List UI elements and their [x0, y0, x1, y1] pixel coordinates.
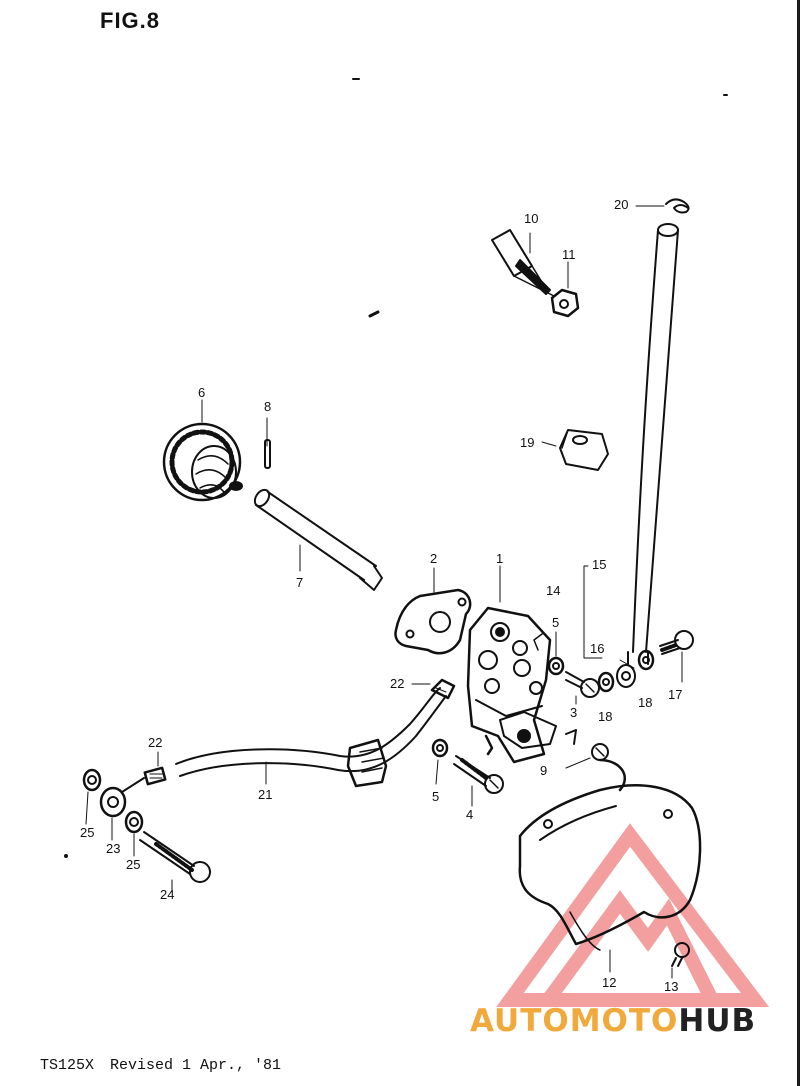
callout-9: 9	[540, 763, 548, 778]
callout-10: 10	[524, 211, 539, 226]
callout-16: 16	[590, 641, 605, 656]
callout-14: 14	[546, 583, 561, 598]
part-24-bolt	[139, 831, 211, 893]
callout-20: 20	[614, 197, 629, 212]
part-15-oil-hose	[632, 223, 679, 653]
stray-dot	[64, 854, 68, 858]
callout-8: 8	[264, 399, 272, 414]
bracket-14-15	[583, 565, 603, 659]
callout-18-left: 18	[598, 709, 613, 724]
callout-5-upper: 5	[552, 615, 560, 630]
figure-title: FIG.8	[100, 8, 161, 33]
part-10-bolt	[491, 229, 555, 297]
part-18-washer-right	[637, 649, 655, 671]
oil-line-grommet	[346, 738, 388, 788]
callout-24: 24	[160, 887, 175, 902]
part-9-screw	[565, 743, 609, 769]
part-6-gear	[162, 399, 243, 502]
footer-model: TS125X	[40, 1057, 95, 1074]
callout-15: 15	[592, 557, 607, 572]
part-25-washer-right	[124, 810, 144, 857]
watermark-part1: AUTOMOTO	[470, 1003, 679, 1039]
footer-revision: Revised 1 Apr., '81	[110, 1057, 282, 1074]
part-1-oil-pump	[466, 565, 577, 764]
part-21-oil-line	[175, 687, 447, 785]
part-8-pin	[264, 417, 271, 469]
callout-23: 23	[106, 841, 121, 856]
callout-12: 12	[602, 975, 617, 990]
callout-22-lower: 22	[148, 735, 163, 750]
part-4-screw	[453, 755, 504, 807]
part-18-washer-left	[597, 671, 615, 693]
part-3-screw	[565, 671, 600, 705]
callout-6: 6	[198, 385, 206, 400]
part-17-union-bolt	[659, 630, 694, 683]
part-25-washer-left	[82, 768, 102, 825]
callout-1: 1	[496, 551, 504, 566]
callout-3: 3	[570, 705, 578, 720]
callout-22-upper: 22	[390, 676, 405, 691]
part-5-washer-upper	[547, 631, 565, 676]
part-12-pump-cover	[518, 758, 702, 973]
callout-17: 17	[668, 687, 683, 702]
callout-2: 2	[430, 551, 438, 566]
stray-mark	[368, 310, 380, 318]
callout-13: 13	[664, 979, 679, 994]
callout-19: 19	[520, 435, 535, 450]
part-13-screw	[671, 942, 690, 979]
callout-11: 11	[562, 247, 576, 262]
part-22-check-valve-lower	[143, 751, 167, 786]
part-23-banjo	[99, 777, 145, 841]
watermark-part2: HUB	[678, 1003, 757, 1039]
part-7-shaft	[253, 488, 383, 591]
callout-7: 7	[296, 575, 304, 590]
callout-25-right: 25	[126, 857, 141, 872]
callout-4: 4	[466, 807, 474, 822]
part-22-check-valve-upper	[411, 678, 456, 700]
automotohub-logo-mark	[496, 823, 770, 1007]
part-20-clip	[635, 198, 690, 214]
callout-21: 21	[258, 787, 273, 802]
part-5-washer-lower	[431, 738, 449, 785]
callout-25-left: 25	[80, 825, 95, 840]
part-11-nut	[550, 261, 580, 318]
watermark-text: AUTOMOTOHUB	[470, 1003, 756, 1039]
callout-18-right: 18	[638, 695, 653, 710]
callout-5-lower: 5	[432, 789, 440, 804]
part-2-gasket	[394, 567, 472, 655]
part-19-clamp	[541, 429, 609, 471]
